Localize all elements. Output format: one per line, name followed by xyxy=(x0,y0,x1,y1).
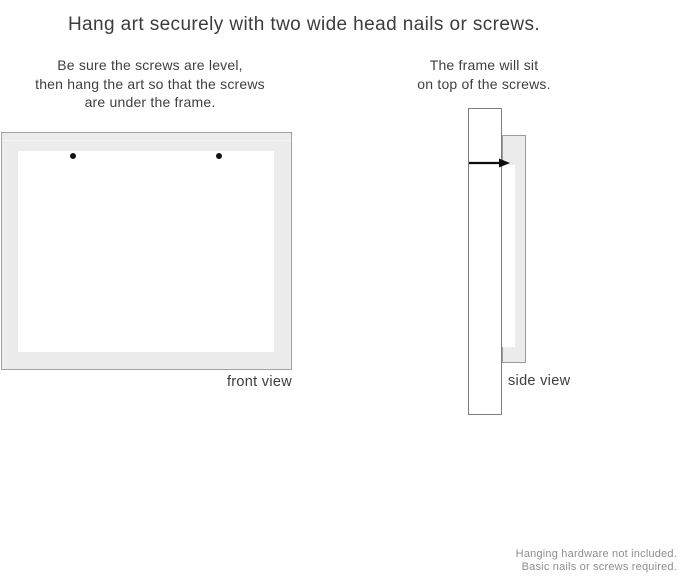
nail-side-icon xyxy=(469,158,510,168)
side-view-art-strip xyxy=(502,165,515,347)
frame-bevel-highlight xyxy=(2,140,291,141)
side-view-frame xyxy=(502,135,526,363)
footer-note-line: Basic nails or screws required. xyxy=(521,560,677,573)
footer-note-line: Hanging hardware not included. xyxy=(515,548,677,560)
nail-head-dot-icon xyxy=(216,153,222,159)
right-instruction-line: The frame will sit xyxy=(429,57,539,73)
page-title: Hang art securely with two wide head nai… xyxy=(67,13,541,35)
nail-head-dot-icon xyxy=(70,153,76,159)
side-view-label: side view xyxy=(508,373,571,389)
left-instruction-line: are under the frame. xyxy=(84,94,216,110)
front-view-frame xyxy=(1,132,292,370)
right-instruction-line: on top of the screws. xyxy=(417,75,551,92)
footer-note: Hanging hardware not included. Basic nai… xyxy=(516,548,677,574)
front-view-art-area xyxy=(18,151,274,352)
front-view-label: front view xyxy=(226,374,292,390)
right-instruction-text: The frame will sit on top of the screws. xyxy=(384,56,584,93)
left-instruction-line: Be sure the screws are level, xyxy=(57,57,243,73)
left-instruction-text: Be sure the screws are level, then hang … xyxy=(10,56,290,112)
side-view-wall xyxy=(468,108,502,415)
left-instruction-line: then hang the art so that the screws xyxy=(35,75,265,92)
